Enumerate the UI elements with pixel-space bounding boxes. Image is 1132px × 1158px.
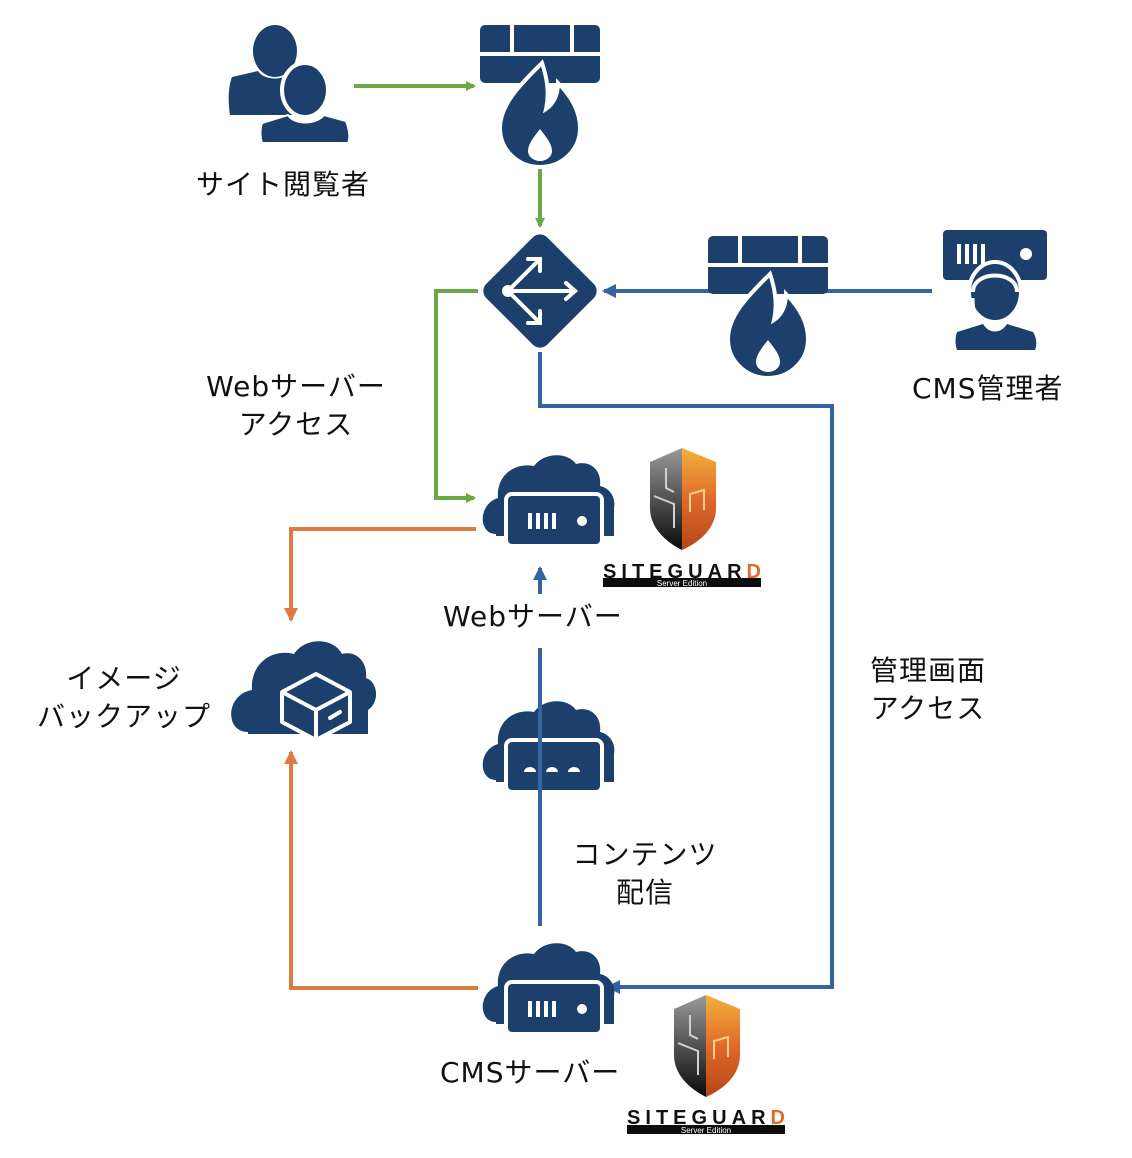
image-backup-label-line1: イメージ [66, 662, 182, 695]
content-delivery-label-line1: コンテンツ [572, 838, 718, 871]
content-delivery-label-line2: 配信 [615, 876, 674, 909]
edge-router-to-webserver [434, 289, 478, 503]
cms-admin-label: CMS管理者 [912, 372, 1064, 405]
cloud-server-icon [480, 453, 617, 548]
image-backup-label: イメージ バックアップ [24, 660, 224, 736]
siteguard-edition: Server Edition [657, 579, 707, 588]
firewall-icon [478, 23, 602, 169]
cloud-network-icon [480, 699, 617, 794]
admin-access-label: 管理画面 アクセス [858, 652, 998, 728]
admin-operator-icon [943, 230, 1047, 350]
cloud-server-icon [480, 941, 617, 1036]
web-server-label: Webサーバー [443, 600, 623, 633]
edge-router-to-cmsserver [538, 352, 834, 994]
siteguard-logo [650, 448, 716, 550]
siteguard-logo [674, 995, 740, 1097]
siteguard-edition: Server Edition [681, 1126, 731, 1135]
web-access-label: Webサーバー アクセス [196, 368, 396, 444]
cms-server-label: CMSサーバー [440, 1056, 621, 1089]
siteguard-edition-bar [627, 1125, 785, 1134]
router-icon [483, 234, 597, 348]
firewall-icon [706, 234, 830, 380]
siteguard-edition-bar [603, 578, 761, 587]
site-viewer-label: サイト閲覧者 [196, 168, 371, 201]
admin-access-label-line2: アクセス [870, 692, 986, 725]
admin-access-label-line1: 管理画面 [869, 654, 986, 687]
web-access-label-line1: Webサーバー [206, 370, 386, 403]
users-icon [228, 25, 351, 144]
cloud-box-icon [231, 641, 377, 742]
content-delivery-label: コンテンツ 配信 [560, 836, 730, 912]
image-backup-label-line2: バックアップ [36, 700, 211, 733]
edge-cmsserver-to-backup [284, 750, 478, 990]
edge-webserver-to-backup [284, 527, 476, 622]
web-access-label-line2: アクセス [238, 408, 354, 441]
